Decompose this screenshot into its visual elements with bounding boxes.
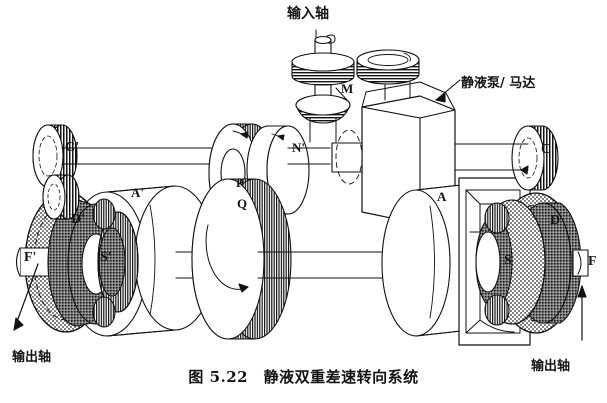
part-label-q: Q	[237, 196, 248, 211]
part-label-m: M	[341, 81, 354, 96]
label-output-shaft-left: 输出轴	[12, 350, 52, 365]
part-label-p: P	[236, 175, 244, 190]
output-shaft-stub-right	[572, 249, 589, 277]
planet-pinions-right	[484, 202, 510, 326]
part-label-s-prime: S'	[100, 250, 112, 265]
part-label-s: S	[504, 253, 512, 268]
figure-caption: 图 5.22 静液双重差速转向系统	[188, 368, 419, 386]
left-output-assembly	[13, 124, 259, 337]
upper-shaft-left	[61, 147, 233, 165]
spur-gear-input	[291, 52, 355, 86]
label-pump-motor: 静液泵/ 马达	[461, 76, 536, 91]
part-label-n-prime: N'	[292, 140, 305, 155]
gear-C	[511, 125, 559, 191]
part-label-d-prime: D'	[71, 212, 85, 227]
gear-C-prime	[32, 124, 78, 188]
part-label-c-prime: C'	[65, 140, 79, 155]
bevel-gear-N-prime	[309, 117, 337, 143]
sun-gear-S	[475, 215, 513, 309]
part-label-f: F	[588, 254, 597, 269]
centre-gear-train	[191, 123, 461, 340]
part-label-d: D	[550, 213, 561, 228]
part-label-c: C	[541, 142, 552, 157]
output-arrow-right	[577, 285, 587, 341]
sun-gear-S-prime	[97, 211, 139, 313]
housing-drum-A	[381, 183, 471, 337]
label-output-shaft-right: 输出轴	[531, 359, 571, 374]
output-arrow-left	[13, 263, 39, 331]
part-label-f-prime: F'	[24, 250, 37, 265]
gear-Q	[191, 178, 292, 340]
label-input-shaft: 输入轴	[287, 6, 329, 22]
part-label-a-prime: A'	[131, 185, 144, 200]
upper-shaft-centre	[287, 147, 331, 165]
part-label-a: A	[437, 189, 447, 204]
input-shaft-assembly	[291, 29, 420, 143]
planet-pinions-left	[92, 198, 116, 328]
spur-gear-pump	[356, 49, 420, 85]
right-output-assembly	[381, 125, 589, 346]
idler-gear-left	[42, 174, 80, 220]
